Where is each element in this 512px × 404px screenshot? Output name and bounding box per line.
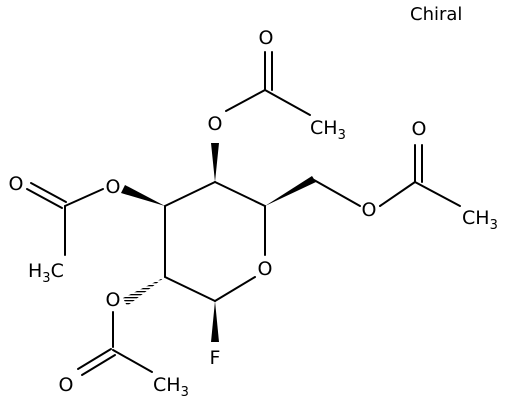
ring-bond-c3-c4 (164, 181, 216, 207)
carbonyl-bond-left-a (26, 188, 63, 209)
bond-c-ch3-bottom (112, 349, 153, 373)
ester-oxygen-left-label: O (106, 176, 121, 198)
carbonyl-oxygen-left-label: O (9, 173, 24, 195)
carbonyl-bond-left-b (30, 182, 67, 203)
ring-bond-c1-c2 (164, 276, 216, 302)
wedge-bond-c3-o (121, 185, 165, 206)
ester-oxygen-right-label: O (362, 199, 377, 221)
ester-oxygen-bottom-label: O (106, 289, 121, 311)
bond-ch2-o (313, 179, 361, 207)
methyl-top-label: CH3 (310, 117, 346, 143)
methyl-bottom-label: CH3 (153, 374, 189, 400)
methyl-left-label: H3C (28, 260, 64, 286)
wedge-bond-c1-f (211, 301, 219, 342)
carbonyl-oxygen-top-label: O (259, 27, 274, 49)
hashed-bond-c2-o (123, 277, 165, 306)
chiral-label: Chiral (410, 4, 462, 25)
carbonyl-bond-bottom-a (77, 348, 112, 370)
wedge-bond-c4-o (211, 143, 219, 182)
carbonyl-oxygen-bottom-label: O (59, 374, 74, 396)
wedge-bond-c5-ch2 (265, 176, 316, 206)
fluorine-label: F (210, 347, 221, 369)
bond-o-c-top (225, 89, 266, 112)
bond-c-ch3-right (414, 181, 461, 207)
ring-oxygen-label: O (258, 258, 273, 280)
bond-o-c-left (64, 188, 104, 207)
bond-o-c-right (379, 181, 416, 207)
ring-bond-c4-c5 (214, 181, 266, 207)
carbonyl-oxygen-right-label: O (412, 118, 427, 140)
carbonyl-bond-bottom-b (81, 354, 116, 376)
ester-oxygen-top-label: O (208, 113, 223, 135)
methyl-right-label: CH3 (462, 207, 498, 233)
ring-bond-o-c1 (214, 276, 256, 302)
bond-c-ch3-top (264, 89, 311, 116)
